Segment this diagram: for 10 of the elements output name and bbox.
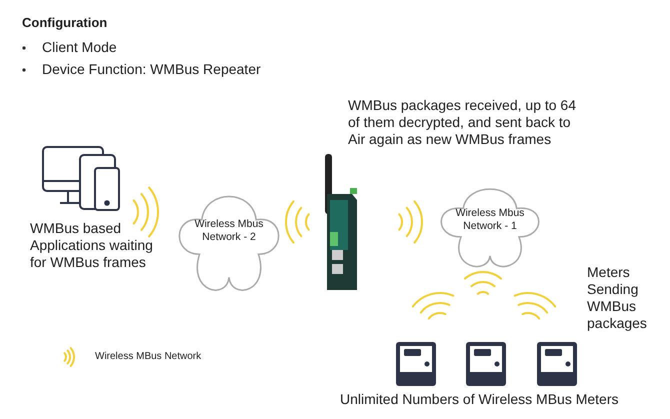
title: Configuration	[22, 14, 108, 31]
cloud-label: Wireless Mbus Network - 1	[454, 206, 526, 232]
cloud-label: Wireless Mbus Network - 2	[194, 218, 264, 244]
meters-caption: Meters Sending WMBus packages	[587, 264, 648, 332]
legend-label: Wireless MBus Network	[95, 350, 202, 363]
applications-caption: WMBus based Applications waiting for WMBus frames	[30, 220, 154, 271]
repeater-description: WMBus packages received, up to 64 of them decrypted, and sent back to Air again as new WMBus frames	[348, 97, 578, 148]
meters-title: Unlimited Numbers of Wireless MBus Meters	[340, 391, 620, 408]
bullet-text: Client Mode	[42, 39, 118, 56]
bullet-text: Device Function: WMBus Repeater	[42, 61, 262, 78]
